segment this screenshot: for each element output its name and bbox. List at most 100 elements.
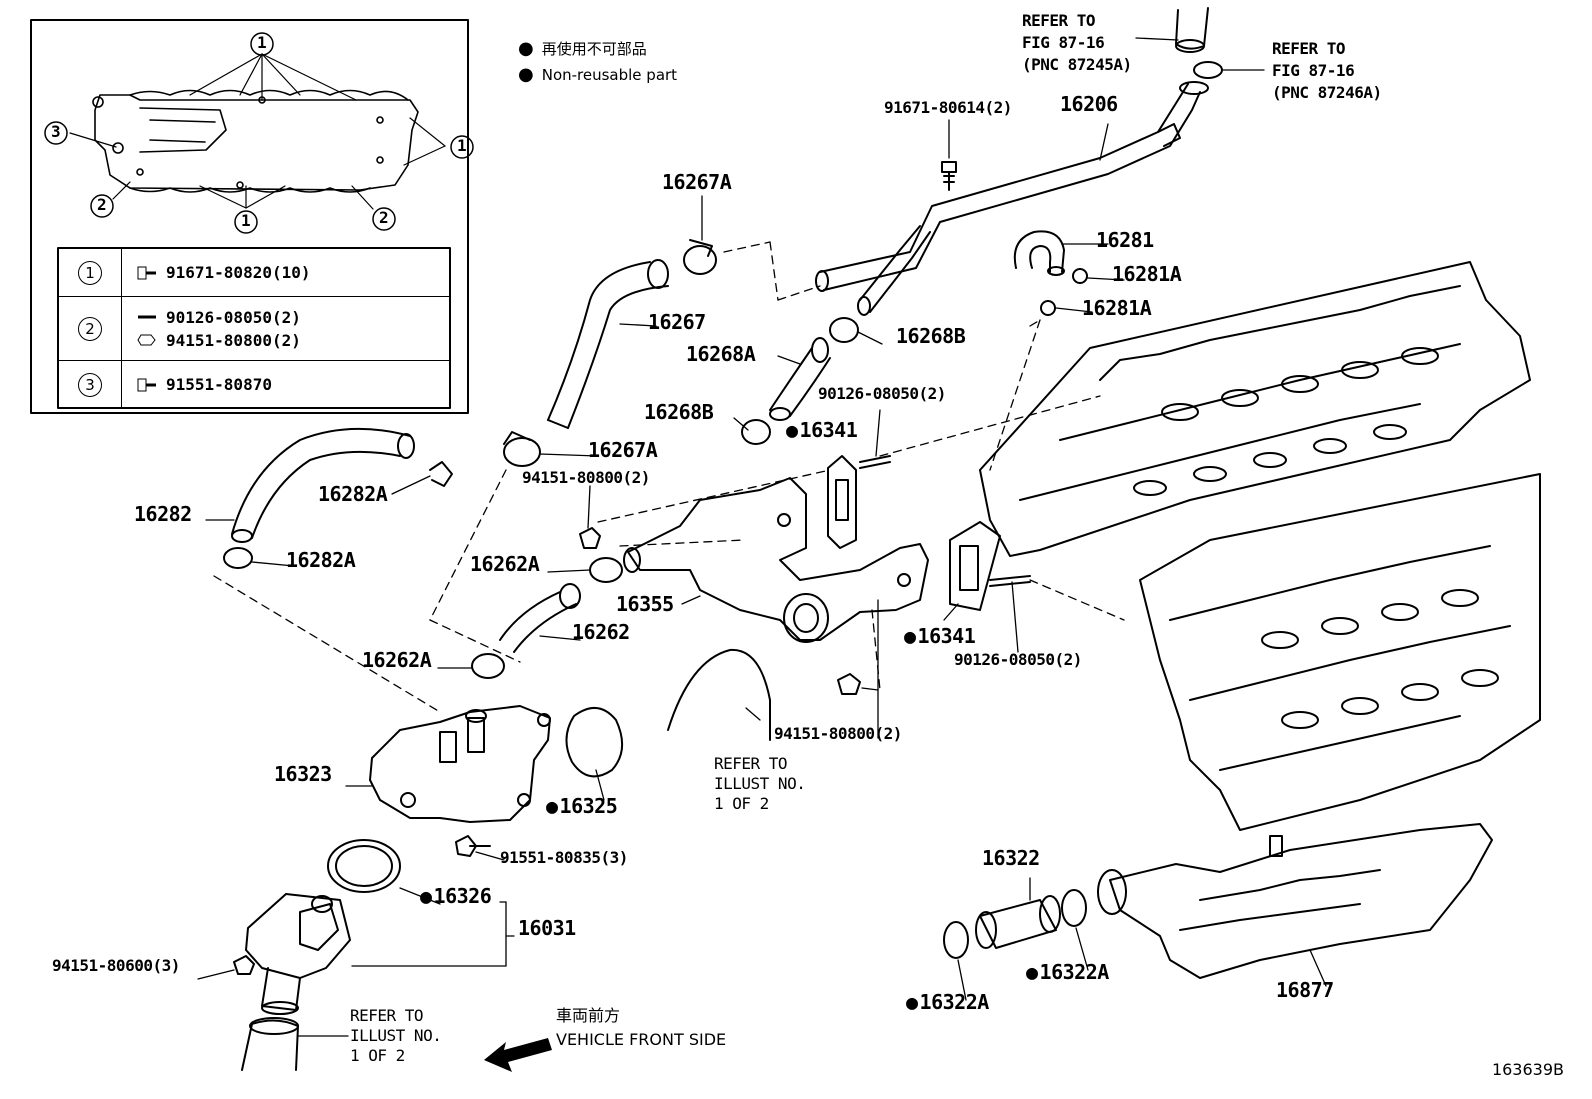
flange-bolt-icon (137, 378, 156, 391)
refer-note-top-right: REFER TO FIG 87-16 (PNC 87246A) (1272, 39, 1382, 102)
refer-note-top-left: REFER TO FIG 87-16 (PNC 87245A) (1022, 11, 1132, 74)
clamp-16267A (503, 431, 541, 467)
inset-callout-1: 1 (241, 211, 251, 230)
stud-90126-b (989, 575, 1031, 587)
nut-icon (137, 334, 156, 346)
part-label-16281: 16281 (1096, 228, 1154, 252)
stud-90126-a (859, 455, 891, 469)
hose-16267 (547, 259, 669, 429)
inset-callout-2: 2 (97, 195, 107, 214)
clamp-16268B (741, 317, 859, 445)
part-label-16282: 16282 (134, 502, 192, 526)
nut-94151-80800-a (579, 527, 601, 549)
part-label-91551-80835: 91551-80835(3) (500, 848, 628, 867)
part-label-16341: 16341 (786, 420, 858, 440)
part-label-91671-80614: 91671-80614(2) (884, 98, 1012, 117)
part-label-16282A: 16282A (286, 548, 356, 572)
refer-note-bottom: REFER TO ILLUST NO. 1 OF 2 (350, 1006, 442, 1065)
stud-icon (138, 315, 156, 319)
bolt-91671-80614 (941, 161, 957, 191)
inset-leaders (69, 53, 446, 210)
part-label-90126-08050: 90126-08050(2) (818, 384, 946, 403)
gasket-16325 (565, 707, 623, 778)
part-label-16268A: 16268A (686, 342, 756, 366)
part-label-16206: 16206 (1060, 92, 1118, 116)
front-arrow-icon (484, 1038, 552, 1072)
refer-pipe-top (1175, 7, 1223, 79)
water-housing-16877 (1097, 823, 1493, 979)
table-row: 91671-80820(10) (122, 263, 449, 282)
vehicle-front-en: VEHICLE FRONT SIDE (556, 1030, 727, 1049)
part-label-16282A: 16282A (318, 482, 388, 506)
part-label-16322A: 16322A (906, 992, 990, 1012)
part-number: 91551-80870 (166, 375, 272, 394)
part-label-16323: 16323 (274, 762, 332, 786)
part-label-16322A: 16322A (1026, 962, 1110, 982)
refer-pipe-mid (667, 648, 771, 741)
table-ref-2: 2 (78, 316, 102, 341)
legend-en: Non-reusable part (518, 62, 677, 88)
flange-bolt-icon (137, 266, 156, 279)
inset-callout-2: 2 (379, 208, 389, 227)
part-label-16262A: 16262A (362, 648, 432, 672)
inset-callout-1: 1 (457, 136, 467, 155)
clamp-16281A (1040, 268, 1088, 316)
part-label-16268B: 16268B (644, 400, 714, 424)
inset-callout-1: 1 (257, 33, 267, 52)
water-inlet-housing-16323 (369, 705, 551, 823)
nut-94151-80800-b (837, 673, 861, 695)
hose-16268A (769, 337, 831, 421)
part-label-94151-80600: 94151-80600(3) (52, 956, 180, 975)
part-label-16325: 16325 (546, 796, 618, 816)
gasket-16341-b (949, 521, 1001, 611)
cylinder-head-upper (979, 261, 1531, 557)
clamp-16282A (223, 461, 453, 569)
vehicle-front-jp: 車両前方 (556, 1006, 621, 1025)
part-label-16268B: 16268B (896, 324, 966, 348)
water-connector-16322 (975, 895, 1061, 949)
intake-plate-inset (92, 89, 419, 193)
hose-16282 (231, 427, 415, 543)
table-row: 90126-08050(2) (122, 308, 449, 327)
refer-note-mid: REFER TO ILLUST NO. 1 OF 2 (714, 754, 806, 813)
dashed-assembly-lines (213, 241, 1125, 713)
part-label-16341: 16341 (904, 626, 976, 646)
part-number: 91671-80820(10) (166, 263, 311, 282)
bolt-91551-80835 (455, 835, 491, 857)
inset-callout-3: 3 (51, 122, 61, 141)
vehicle-front-note: 車両前方 VEHICLE FRONT SIDE (556, 1004, 726, 1052)
part-label-16877: 16877 (1276, 978, 1334, 1002)
part-number: 94151-80800(2) (166, 330, 301, 350)
inset-frame (30, 19, 469, 414)
gasket-16326 (327, 839, 401, 893)
part-label-16267A-top: 16267A (662, 170, 732, 194)
part-label-16267A: 16267A (588, 438, 658, 462)
nut-94151-80600 (233, 955, 255, 975)
clamp-16267A-top (683, 239, 717, 275)
thermostat-16031 (245, 893, 351, 1015)
part-label-16267: 16267 (648, 310, 706, 334)
water-pipe-bottom (241, 1017, 299, 1071)
table-row: 94151-80800(2) (122, 331, 449, 350)
part-label-16262A: 16262A (470, 552, 540, 576)
part-label-94151-80800: 94151-80800(2) (774, 724, 902, 743)
o-ring-16322A (943, 889, 1087, 959)
table-row: 91551-80870 (122, 375, 449, 394)
part-number: 90126-08050(2) (166, 307, 301, 327)
water-outlet-16355 (623, 477, 929, 643)
table-ref-1: 1 (78, 260, 102, 285)
part-label-90126-08050: 90126-08050(2) (954, 650, 1082, 669)
inset-callout-circles (44, 32, 474, 234)
part-label-16326: 16326 (420, 886, 492, 906)
gasket-16341-a (827, 455, 857, 549)
part-label-16262: 16262 (572, 620, 630, 644)
hose-16262 (499, 583, 581, 653)
inset-fastener-table: 1 91671-80820(10) 2 90126-08050(2) 94151… (58, 248, 450, 409)
part-label-16281A: 16281A (1112, 262, 1182, 286)
cylinder-head-lower (1139, 473, 1541, 831)
part-label-16355: 16355 (616, 592, 674, 616)
figure-number: 163639B (1491, 1060, 1564, 1079)
table-ref-3: 3 (78, 372, 102, 397)
legend: 再使用不可部品 Non-reusable part (518, 36, 677, 88)
